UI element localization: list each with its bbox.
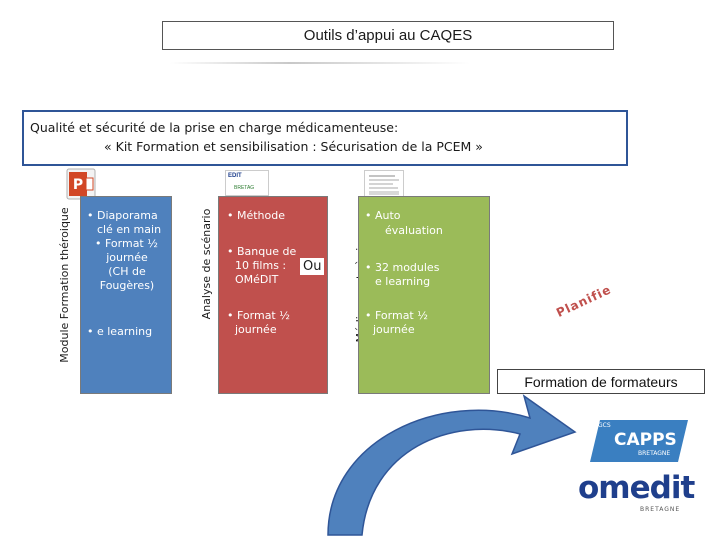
powerpoint-icon: P: [66, 168, 96, 200]
quality-frame: Qualité et sécurité de la prise en charg…: [22, 110, 628, 166]
page-title-box: Outils d’appui au CAQES: [162, 21, 614, 50]
blue-format-detail: journée: [106, 251, 148, 264]
omedit-thumbnail: EDIT BRETAG: [225, 170, 269, 196]
capps-name: CAPPS: [614, 430, 677, 450]
banque-item-detail: 10 films :: [235, 259, 287, 272]
blue-format-site: (CH de: [108, 265, 146, 278]
diaporama-item-detail: clé en main: [96, 223, 162, 236]
analyse-column: • Méthode • Banque de 10 films : OMéDIT …: [218, 196, 328, 394]
diaporama-item: • Diaporama: [87, 209, 158, 222]
module-label-text: Module Formation théroique: [58, 207, 71, 363]
medicaments-column: • Auto évaluation • 32 modules e learnin…: [358, 196, 490, 394]
quality-title-line1: Qualité et sécurité de la prise en charg…: [30, 120, 399, 135]
formation-box: Formation de formateurs: [497, 369, 705, 394]
curved-arrow-icon: [327, 394, 577, 536]
omedit-thumbnail-region: BRETAG: [234, 185, 255, 191]
green-format-item: • Format ½: [365, 309, 428, 322]
capps-logo: GCS CAPPS BRETAGNE: [590, 420, 688, 462]
module-column: • Diaporama clé en main • Format ½ journ…: [80, 196, 172, 394]
svg-text:P: P: [73, 177, 83, 193]
auto-evaluation-item: • Auto: [365, 209, 401, 222]
omedit-logo: omedit: [578, 470, 695, 506]
omedit-region: BRETAGNE: [640, 506, 681, 513]
methode-item: • Méthode: [227, 209, 286, 222]
blue-format-item: • Format ½: [95, 237, 158, 250]
banque-item: • Banque de: [227, 245, 297, 258]
document-lines-icon: [369, 175, 399, 195]
quality-title-line2: « Kit Formation et sensibilisation : Séc…: [104, 139, 483, 154]
planifie-label: Planifie: [554, 282, 614, 320]
modules-item: • 32 modules: [365, 261, 440, 274]
analyse-label: Analyse de scénario: [200, 204, 214, 324]
auto-evaluation-detail: évaluation: [385, 224, 443, 237]
document-thumbnail: [364, 170, 404, 197]
formation-label: Formation de formateurs: [524, 373, 678, 390]
modules-item-detail: e learning: [375, 275, 431, 288]
red-format-item: • Format ½: [227, 309, 290, 322]
red-format-detail: journée: [235, 323, 277, 336]
capps-gcs: GCS: [598, 422, 611, 429]
analyse-label-text: Analyse de scénario: [200, 208, 213, 320]
blue-format-site-name: Fougères): [99, 279, 155, 292]
page-title: Outils d’appui au CAQES: [303, 27, 473, 44]
green-format-detail: journée: [373, 323, 415, 336]
ou-label: Ou: [300, 258, 325, 275]
banque-item-source: OMéDIT: [235, 273, 279, 286]
module-label: Module Formation théroique: [58, 190, 72, 380]
omedit-thumbnail-title: EDIT: [228, 173, 242, 179]
capps-logo-shape: [590, 420, 688, 462]
title-divider: [170, 62, 470, 64]
capps-region: BRETAGNE: [638, 450, 671, 457]
blue-elearning-item: • e learning: [87, 325, 153, 338]
